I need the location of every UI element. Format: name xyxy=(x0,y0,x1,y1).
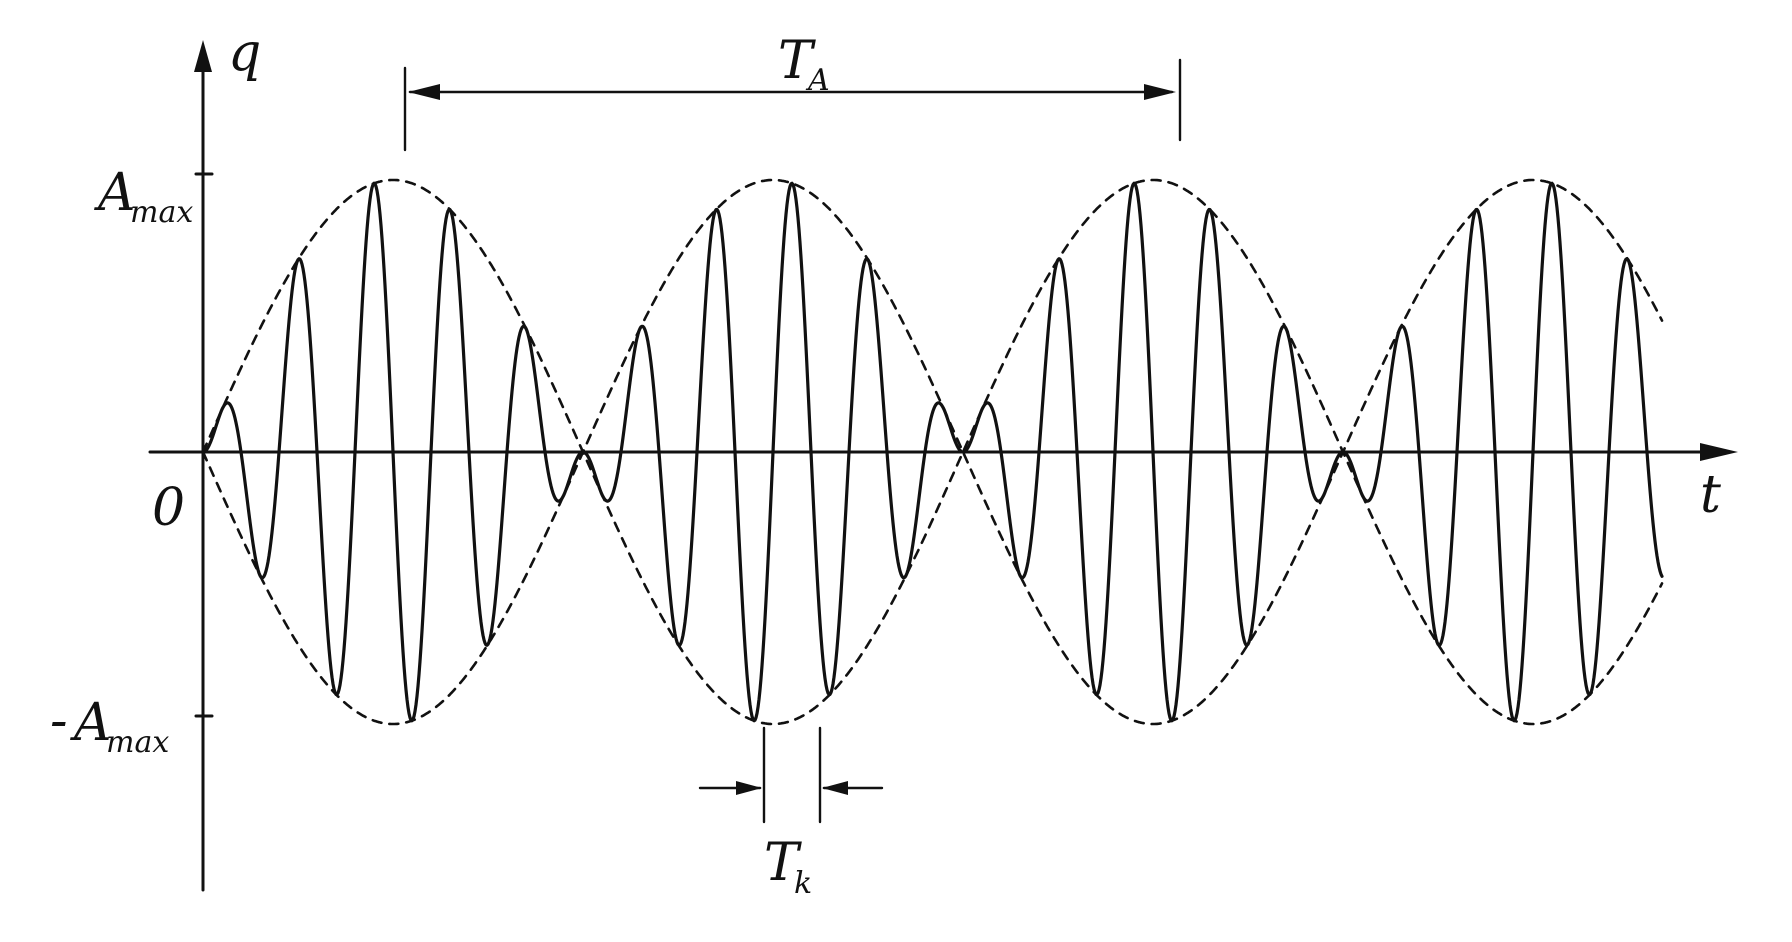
beat-period-label-sub: A xyxy=(805,63,830,98)
beat-period-right-arrowhead xyxy=(1144,84,1176,100)
beat-period-dimension xyxy=(403,58,1182,152)
carrier-period-label-sub: k xyxy=(794,866,812,901)
t-axis-arrowhead xyxy=(1700,443,1738,461)
q-axis-label: q xyxy=(228,23,261,83)
neg-a-max-label-prefix: - xyxy=(50,691,68,751)
beat-oscillation-curve xyxy=(201,181,1664,723)
upper-envelope-curve xyxy=(201,178,1664,454)
beat-period-label-main: T xyxy=(778,31,816,91)
carrier-period-dimension xyxy=(698,726,884,824)
neg-a-max-label-sub: max xyxy=(106,725,169,760)
carrier-period-label: T k xyxy=(764,833,812,901)
beat-period-label: T A xyxy=(778,31,830,98)
lower-envelope-curve xyxy=(201,450,1664,726)
origin-label: 0 xyxy=(152,478,185,538)
neg-a-max-label-main: A xyxy=(70,693,112,753)
carrier-period-label-main: T xyxy=(764,833,802,893)
t-axis-label: t xyxy=(1700,465,1721,525)
carrier-period-right-arrowhead xyxy=(822,781,848,795)
a-max-label-sub: max xyxy=(130,195,193,230)
carrier-period-left-arrowhead xyxy=(736,781,762,795)
q-axis-arrowhead xyxy=(194,40,212,72)
a-max-label-main: A xyxy=(94,163,136,223)
beat-period-left-arrowhead xyxy=(408,84,440,100)
a-max-label: A max xyxy=(94,163,193,230)
neg-a-max-label: - A max xyxy=(50,691,169,760)
